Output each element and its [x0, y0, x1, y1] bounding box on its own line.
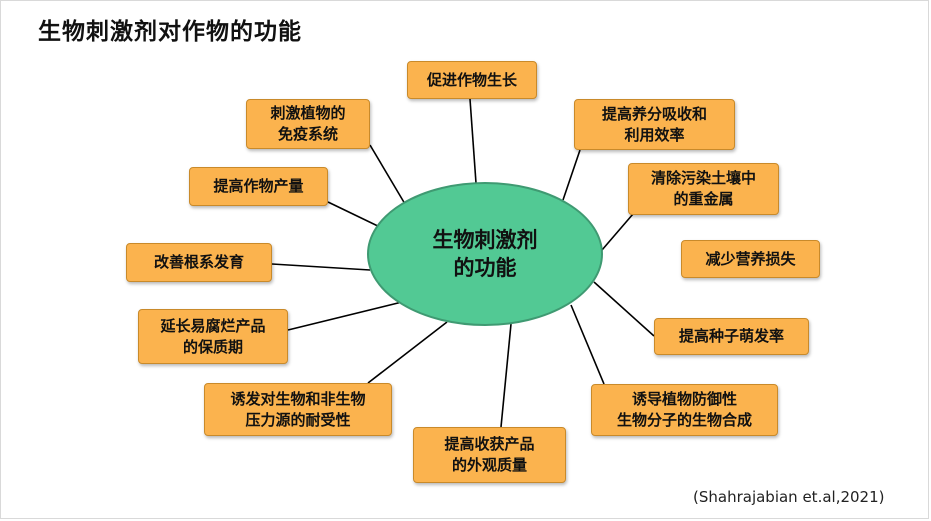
node-text: 减少营养损失: [705, 249, 796, 268]
node-nutrient-loss: 减少营养损失: [681, 240, 820, 278]
node-text: 利用效率: [624, 125, 685, 144]
node-stress-tolerance: 诱发对生物和非生物 压力源的耐受性: [204, 383, 392, 436]
link-heavy-metal: [601, 213, 634, 251]
node-text: 的重金属: [673, 190, 734, 208]
link-immunity: [369, 144, 406, 205]
node-text: 提高种子萌发率: [678, 327, 784, 345]
node-nutrient-uptake: 提高养分吸收和 利用效率: [574, 99, 735, 150]
node-text: 压力源的耐受性: [245, 410, 351, 429]
citation: (Shahrajabian et.al,2021): [693, 488, 885, 506]
center-line-1: 生物刺激剂: [432, 228, 538, 252]
center-ellipse: [367, 182, 603, 326]
link-shelf-life: [287, 301, 403, 331]
node-germination: 提高种子萌发率: [654, 318, 809, 355]
node-yield: 提高作物产量: [189, 167, 328, 206]
node-promote-growth: 促进作物生长: [407, 61, 537, 99]
link-germination: [593, 281, 655, 337]
page-title: 生物刺激剂对作物的功能: [38, 19, 302, 45]
link-promote-growth: [469, 98, 477, 184]
node-defense-molecules: 诱导植物防御性 生物分子的生物合成: [591, 384, 778, 436]
link-harvest-quality: [500, 323, 512, 428]
center-line-2: 的功能: [453, 256, 517, 280]
node-text: 促进作物生长: [426, 70, 517, 89]
node-root-development: 改善根系发育: [126, 243, 272, 282]
node-text: 的保质期: [182, 337, 243, 356]
node-shelf-life: 延长易腐烂产品 的保质期: [138, 309, 288, 364]
node-heavy-metal: 清除污染土壤中 的重金属: [628, 163, 779, 215]
node-text: 生物分子的生物合成: [616, 411, 752, 429]
node-text: 诱导植物防御性: [631, 390, 737, 408]
node-text: 免疫系统: [277, 125, 338, 143]
node-text: 清除污染土壤中: [650, 169, 756, 187]
center-label: 生物刺激剂 的功能: [368, 183, 602, 325]
node-harvest-quality: 提高收获产品 的外观质量: [413, 427, 566, 483]
node-text: 提高养分吸收和: [601, 104, 707, 123]
link-root-development: [271, 263, 371, 271]
node-text: 的外观质量: [451, 456, 527, 474]
node-text: 改善根系发育: [153, 253, 244, 271]
node-text: 诱发对生物和非生物: [230, 389, 366, 408]
node-text: 刺激植物的: [270, 104, 346, 122]
link-defense-molecules: [570, 304, 605, 385]
link-nutrient-uptake: [562, 149, 581, 201]
node-text: 延长易腐烂产品: [160, 316, 266, 335]
node-text: 提高作物产量: [213, 177, 304, 195]
link-stress-tolerance: [367, 321, 448, 384]
link-yield: [327, 201, 383, 229]
node-text: 提高收获产品: [444, 435, 535, 453]
node-immunity: 刺激植物的 免疫系统: [246, 99, 370, 149]
